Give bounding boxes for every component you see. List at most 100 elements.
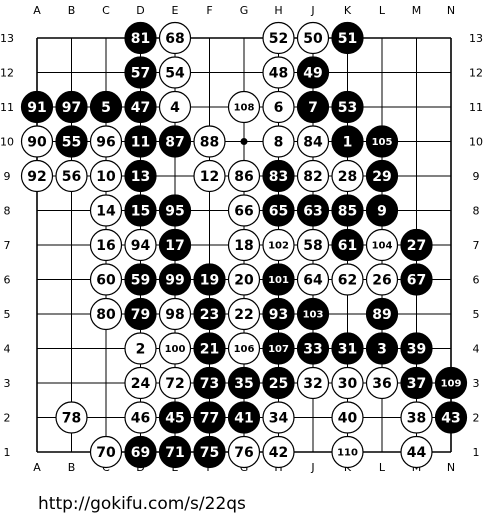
black-stone[interactable]: 93: [262, 297, 295, 331]
white-stone[interactable]: 46: [124, 401, 157, 434]
black-stone[interactable]: 99: [158, 263, 192, 296]
black-stone[interactable]: 65: [262, 194, 295, 227]
black-stone[interactable]: 91: [20, 90, 54, 124]
white-stone[interactable]: 44: [400, 435, 433, 469]
black-stone[interactable]: 67: [400, 263, 433, 296]
black-stone[interactable]: 17: [158, 228, 192, 262]
white-stone[interactable]: 52: [262, 21, 295, 55]
black-stone[interactable]: 25: [262, 366, 295, 400]
white-stone[interactable]: 28: [331, 159, 364, 193]
white-stone[interactable]: 80: [89, 297, 123, 331]
black-stone[interactable]: 31: [331, 332, 364, 365]
black-stone[interactable]: 89: [365, 297, 399, 331]
white-stone[interactable]: 14: [89, 194, 123, 227]
white-stone[interactable]: 4: [158, 90, 192, 124]
black-stone[interactable]: 5: [89, 90, 123, 124]
black-stone[interactable]: 97: [55, 90, 88, 124]
black-stone[interactable]: 19: [193, 263, 226, 296]
white-stone[interactable]: 56: [55, 159, 88, 193]
white-stone[interactable]: 12: [193, 159, 226, 193]
black-stone[interactable]: 95: [158, 194, 192, 227]
white-stone[interactable]: 84: [296, 125, 330, 158]
black-stone[interactable]: 87: [158, 125, 192, 158]
white-stone[interactable]: 36: [365, 366, 399, 400]
black-stone[interactable]: 23: [193, 297, 226, 331]
black-stone[interactable]: 33: [296, 332, 330, 365]
black-stone[interactable]: 61: [331, 228, 364, 262]
black-stone[interactable]: 79: [124, 297, 157, 331]
black-stone[interactable]: 83: [262, 159, 295, 193]
white-stone[interactable]: 108: [227, 90, 261, 124]
white-stone[interactable]: 70: [89, 435, 123, 469]
white-stone[interactable]: 92: [20, 159, 54, 193]
source-url[interactable]: http://gokifu.com/s/22qs: [38, 494, 246, 514]
white-stone[interactable]: 58: [296, 228, 330, 262]
black-stone[interactable]: 43: [434, 401, 468, 434]
white-stone[interactable]: 64: [296, 263, 330, 296]
black-stone[interactable]: 49: [296, 56, 330, 89]
black-stone[interactable]: 9: [365, 194, 399, 227]
black-stone[interactable]: 21: [193, 332, 226, 365]
white-stone[interactable]: 34: [262, 401, 295, 434]
white-stone[interactable]: 20: [227, 263, 261, 296]
black-stone[interactable]: 63: [296, 194, 330, 227]
white-stone[interactable]: 76: [227, 435, 261, 469]
black-stone[interactable]: 47: [124, 90, 157, 124]
white-stone[interactable]: 2: [124, 332, 157, 365]
white-stone[interactable]: 96: [89, 125, 123, 158]
white-stone[interactable]: 100: [158, 332, 192, 365]
white-stone[interactable]: 66: [227, 194, 261, 227]
black-stone[interactable]: 37: [400, 366, 433, 400]
white-stone[interactable]: 6: [262, 90, 295, 124]
black-stone[interactable]: 59: [124, 263, 157, 296]
white-stone[interactable]: 88: [193, 125, 226, 158]
black-stone[interactable]: 85: [331, 194, 364, 227]
white-stone[interactable]: 94: [124, 228, 157, 262]
white-stone[interactable]: 82: [296, 159, 330, 193]
black-stone[interactable]: 77: [193, 401, 226, 434]
black-stone[interactable]: 39: [400, 332, 433, 365]
white-stone[interactable]: 22: [227, 297, 261, 331]
black-stone[interactable]: 41: [227, 401, 261, 434]
black-stone[interactable]: 75: [193, 435, 226, 469]
black-stone[interactable]: 3: [365, 332, 399, 365]
black-stone[interactable]: 105: [365, 125, 399, 158]
black-stone[interactable]: 71: [158, 435, 192, 469]
white-stone[interactable]: 104: [365, 228, 399, 262]
black-stone[interactable]: 107: [262, 332, 295, 365]
white-stone[interactable]: 26: [365, 263, 399, 296]
white-stone[interactable]: 42: [262, 435, 295, 469]
black-stone[interactable]: 73: [193, 366, 226, 400]
black-stone[interactable]: 29: [365, 159, 399, 193]
white-stone[interactable]: 38: [400, 401, 433, 434]
white-stone[interactable]: 68: [158, 21, 192, 55]
white-stone[interactable]: 98: [158, 297, 192, 331]
black-stone[interactable]: 11: [124, 125, 157, 158]
black-stone[interactable]: 53: [331, 90, 364, 124]
white-stone[interactable]: 40: [331, 401, 364, 434]
white-stone[interactable]: 10: [89, 159, 123, 193]
white-stone[interactable]: 78: [55, 401, 88, 434]
white-stone[interactable]: 18: [227, 228, 261, 262]
black-stone[interactable]: 1: [331, 125, 364, 158]
white-stone[interactable]: 16: [89, 228, 123, 262]
white-stone[interactable]: 86: [227, 159, 261, 193]
black-stone[interactable]: 109: [434, 366, 468, 400]
black-stone[interactable]: 55: [55, 125, 88, 158]
white-stone[interactable]: 30: [331, 366, 364, 400]
black-stone[interactable]: 101: [262, 263, 295, 296]
white-stone[interactable]: 90: [20, 125, 54, 158]
white-stone[interactable]: 72: [158, 366, 192, 400]
black-stone[interactable]: 81: [124, 21, 157, 55]
black-stone[interactable]: 15: [124, 194, 157, 227]
black-stone[interactable]: 45: [158, 401, 192, 434]
white-stone[interactable]: 8: [262, 125, 295, 158]
black-stone[interactable]: 7: [296, 90, 330, 124]
black-stone[interactable]: 69: [124, 435, 157, 469]
white-stone[interactable]: 62: [331, 263, 364, 296]
white-stone[interactable]: 50: [296, 21, 330, 55]
white-stone[interactable]: 102: [262, 228, 295, 262]
white-stone[interactable]: 24: [124, 366, 157, 400]
black-stone[interactable]: 13: [124, 159, 157, 193]
white-stone[interactable]: 54: [158, 56, 192, 89]
